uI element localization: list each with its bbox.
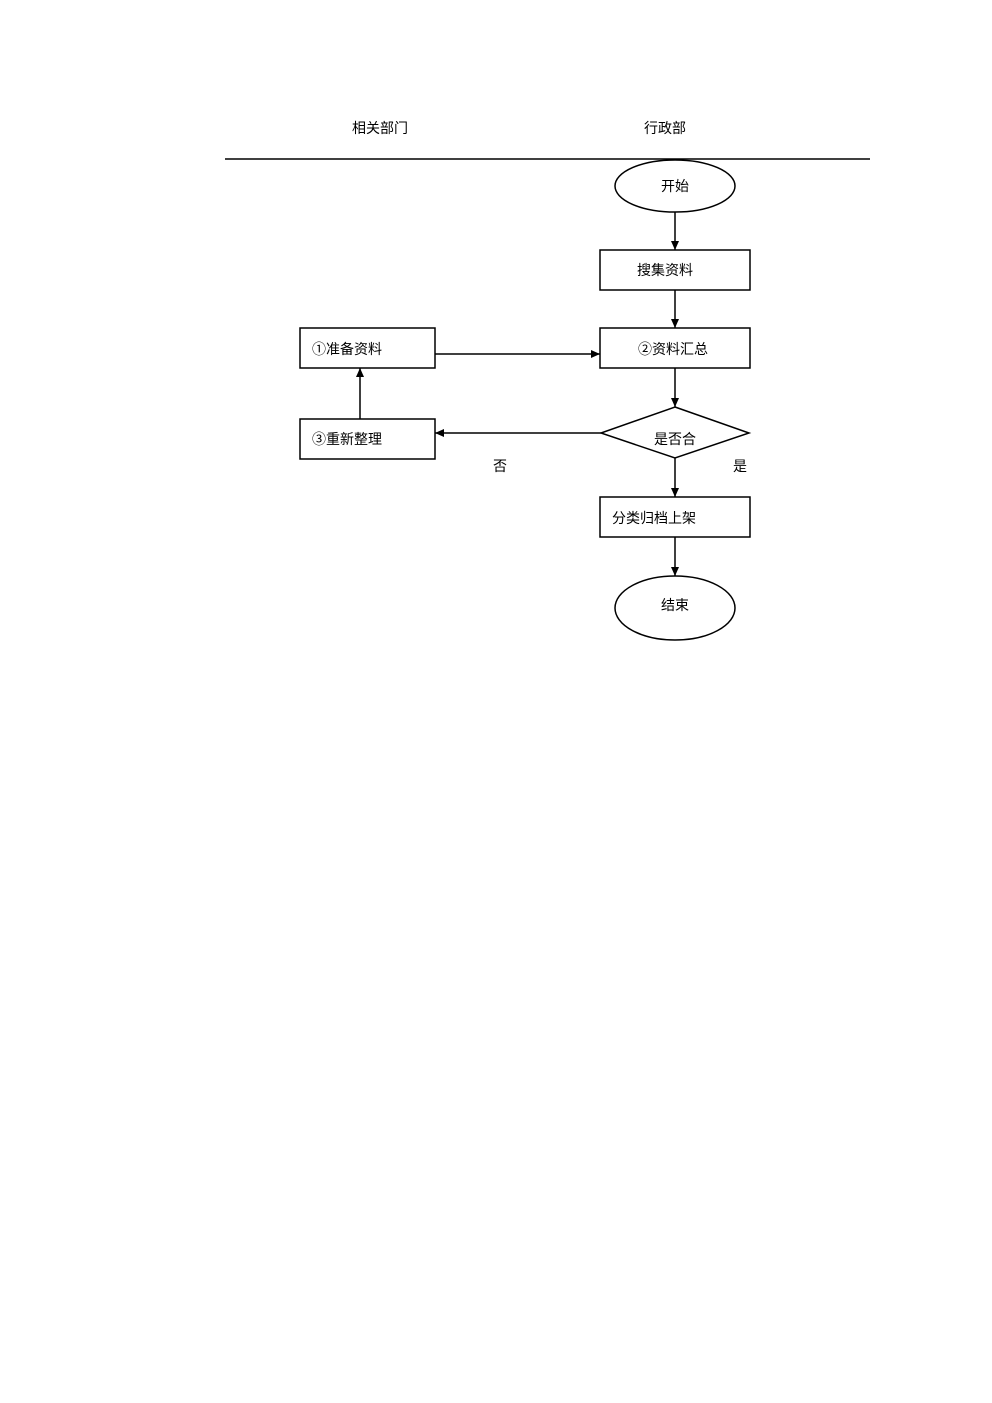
summarize-materials-label: ②资料汇总 (638, 342, 708, 358)
end-node-label: 结束 (661, 598, 689, 614)
collect-materials-label: 搜集资料 (637, 262, 693, 279)
decision-label: 是否合 (654, 432, 696, 448)
edge-label-no: 否 (493, 459, 507, 475)
start-node-label: 开始 (661, 179, 689, 195)
edge-label-yes: 是 (733, 459, 747, 475)
lane-header-related-departments: 相关部门 (352, 121, 408, 137)
prepare-materials-node: ①准备资料 (299, 327, 436, 369)
collect-materials-node: 搜集资料 (599, 249, 751, 291)
summarize-materials-node: ②资料汇总 (599, 327, 751, 369)
reorganize-node: ③重新整理 (299, 418, 436, 460)
start-node: 开始 (614, 159, 736, 213)
decision-node: 是否合 (598, 406, 752, 459)
end-node: 结束 (614, 575, 736, 641)
lane-header-admin-department: 行政部 (644, 121, 686, 137)
prepare-materials-label: ①准备资料 (312, 341, 382, 358)
archive-label: 分类归档上架 (612, 510, 696, 527)
reorganize-label: ③重新整理 (312, 432, 382, 448)
archive-node: 分类归档上架 (599, 496, 751, 538)
